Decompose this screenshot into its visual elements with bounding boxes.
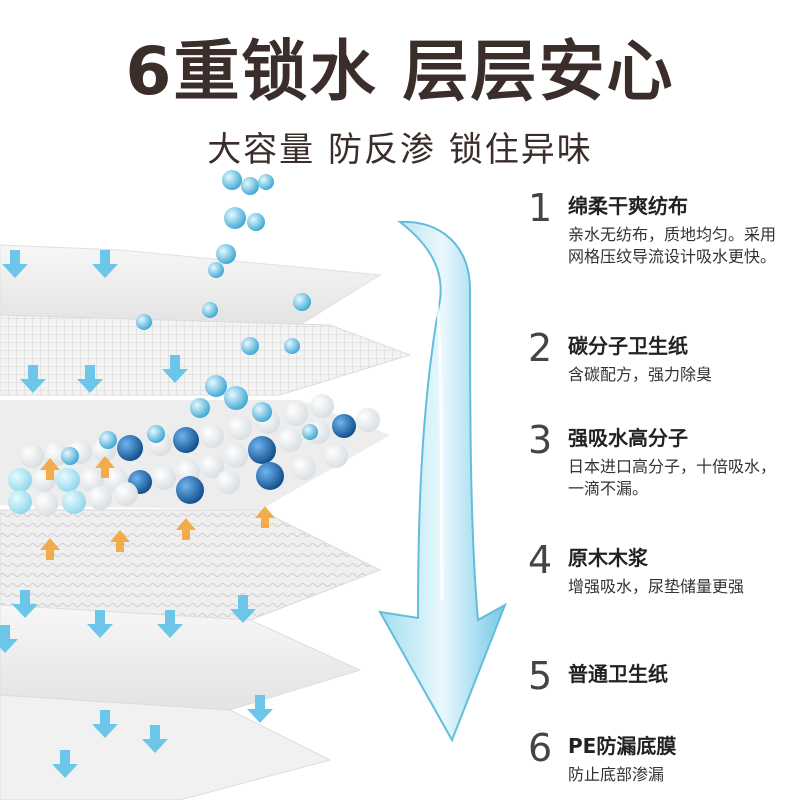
layer-description: 日本进口高分子，十倍吸水，一滴不漏。	[568, 457, 777, 498]
layer-number: 2	[528, 326, 553, 370]
layer-title: 普通卫生纸	[568, 662, 668, 686]
layer-title: PE防漏底膜	[568, 734, 677, 758]
layer-title: 绵柔干爽纺布	[568, 194, 688, 218]
layer-number: 3	[528, 418, 553, 462]
layer-number: 4	[528, 538, 553, 582]
layer-description: 含碳配方，强力除臭	[568, 365, 713, 384]
layer-title: 原木木浆	[568, 546, 648, 570]
layer-sheet-5	[0, 604, 362, 711]
water-arrow-icon	[378, 220, 507, 743]
down-arrow-icon	[0, 250, 273, 778]
layer-title: 强吸水高分子	[568, 426, 688, 450]
layer-description: 亲水无纺布，质地均匀。采用网格压纹导流设计吸水更快。	[568, 225, 777, 266]
layer-description: 增强吸水，尿垫储量更强	[568, 577, 745, 596]
water-droplets	[61, 170, 318, 465]
layer-number: 5	[528, 654, 553, 698]
layer-title: 碳分子卫生纸	[568, 334, 688, 358]
layer-sheet-6	[0, 694, 332, 800]
layer-sheet-1	[0, 244, 382, 326]
layer-sheet-4	[0, 509, 382, 621]
layer-number: 6	[528, 726, 553, 770]
page-subtitle: 大容量 防反渗 锁住异味	[207, 130, 593, 170]
page-title: 6重锁水 层层安心	[125, 33, 675, 110]
up-arrow-icon	[40, 456, 275, 560]
layer-description: 防止底部渗漏	[568, 765, 665, 784]
layer-sheet-2	[0, 314, 412, 396]
layer-number: 1	[528, 186, 553, 230]
layer-illustration	[0, 170, 507, 800]
